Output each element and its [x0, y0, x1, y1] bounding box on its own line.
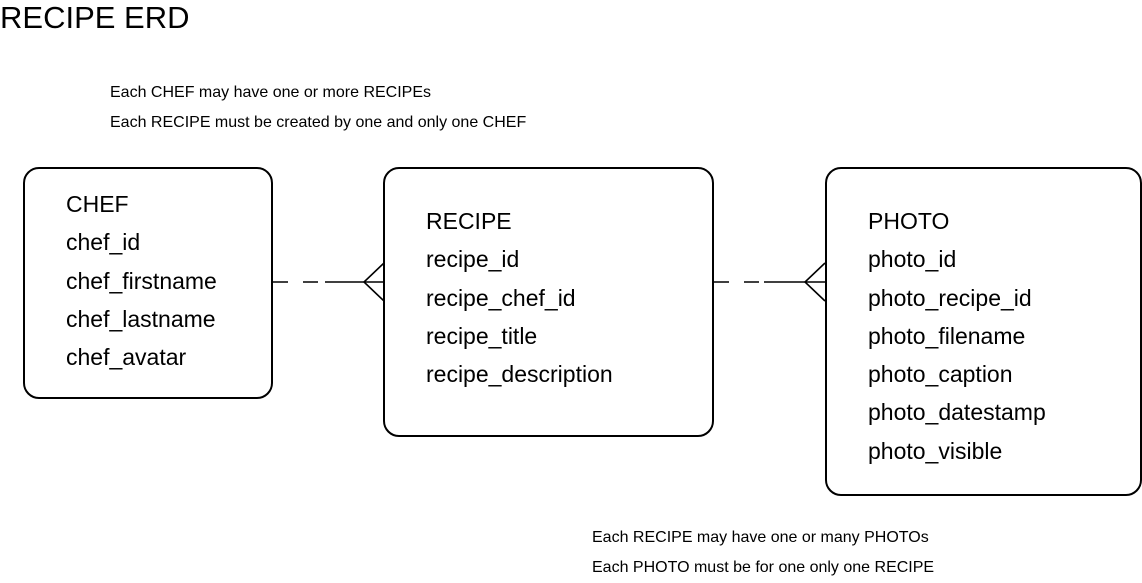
- relationship-chef-recipe: [273, 262, 385, 302]
- entity-attribute: recipe_title: [426, 322, 538, 349]
- recipe-photo-note-line: Each RECIPE may have one or many PHOTOs: [592, 529, 929, 546]
- entity-attribute: photo_id: [868, 246, 957, 273]
- entity-attribute: chef_firstname: [66, 267, 217, 294]
- entity-attribute: photo_recipe_id: [868, 284, 1032, 311]
- entity-attribute: photo_caption: [868, 361, 1013, 388]
- crows-foot-icon: [803, 262, 826, 302]
- diagram-title: RECIPE ERD: [0, 0, 190, 35]
- entity-attribute: chef_id: [66, 229, 141, 256]
- entity-photo[interactable]: PHOTO photo_id photo_recipe_id photo_fil…: [825, 167, 1142, 496]
- entity-recipe[interactable]: RECIPE recipe_id recipe_chef_id recipe_t…: [383, 167, 714, 437]
- recipe-photo-note-line: Each PHOTO must be for one only one RECI…: [592, 559, 935, 576]
- entity-name: CHEF: [66, 191, 129, 217]
- entity-chef[interactable]: CHEF chef_id chef_firstname chef_lastnam…: [23, 167, 273, 399]
- entity-attribute: chef_avatar: [66, 344, 187, 371]
- chef-recipe-note: Each CHEF may have one or more RECIPEs E…: [110, 78, 526, 138]
- crows-foot-icon: [362, 262, 385, 302]
- relationship-recipe-photo: [714, 262, 826, 302]
- entity-attribute: chef_lastname: [66, 305, 216, 332]
- entity-attribute: recipe_description: [426, 361, 613, 388]
- entity-attribute: recipe_chef_id: [426, 284, 576, 311]
- chef-recipe-note-line: Each RECIPE must be created by one and o…: [110, 114, 527, 131]
- chef-recipe-note-line: Each CHEF may have one or more RECIPEs: [110, 84, 432, 101]
- entity-attribute: photo_datestamp: [868, 399, 1046, 426]
- entity-attribute: photo_visible: [868, 437, 1003, 464]
- entity-name: PHOTO: [868, 208, 950, 234]
- entity-attribute: photo_filename: [868, 322, 1026, 349]
- entity-name: RECIPE: [426, 208, 512, 234]
- entity-attribute: recipe_id: [426, 246, 520, 273]
- recipe-photo-note: Each RECIPE may have one or many PHOTOs …: [592, 523, 934, 583]
